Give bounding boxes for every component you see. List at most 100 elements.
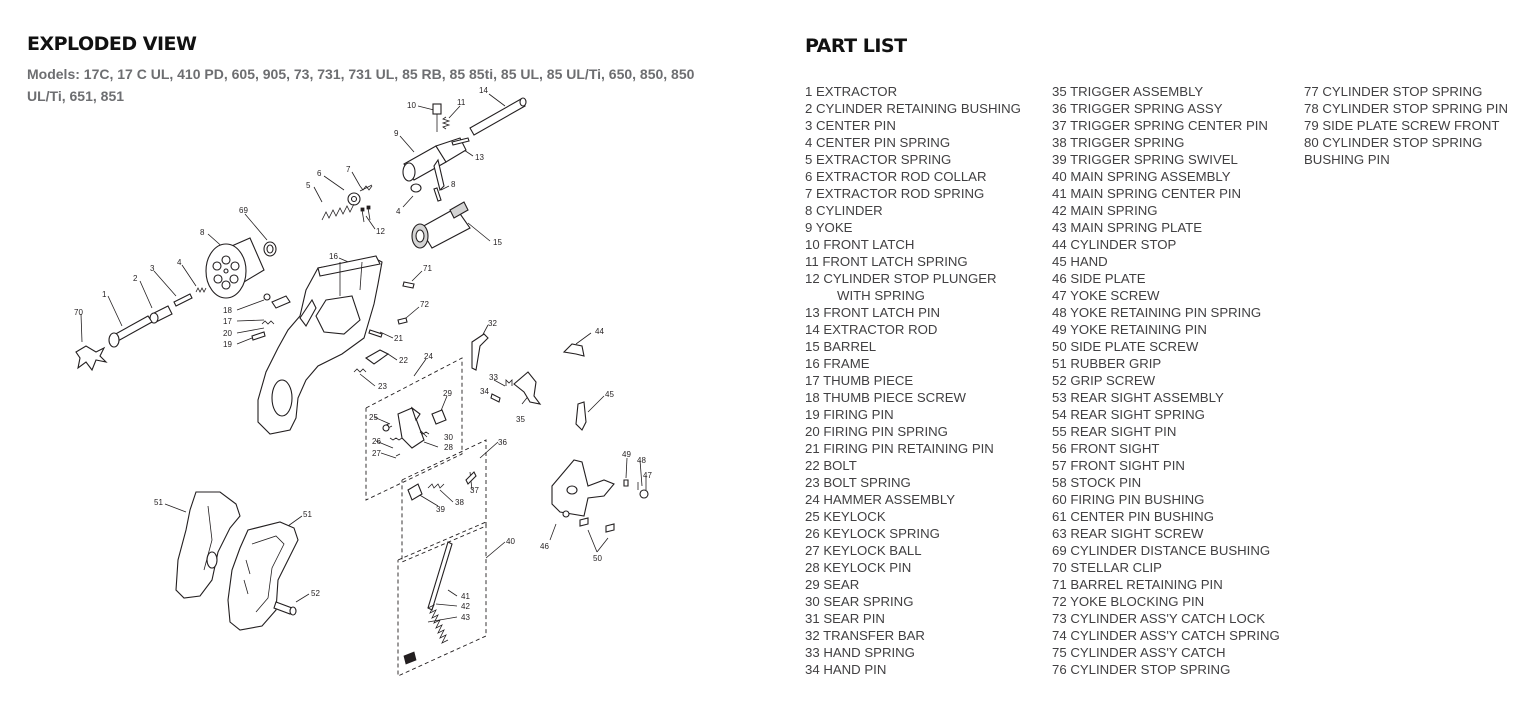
- exploded-view-title: EXPLODED VIEW: [27, 33, 197, 55]
- exploded-view-diagram: 10 11 14 9 13 6 7 5 8 4 12 15 69 8 16 3 …: [74, 86, 652, 677]
- part-list-item: 14 EXTRACTOR ROD: [805, 322, 938, 337]
- part-list-item: 21 FIRING PIN RETAINING PIN: [805, 441, 994, 456]
- part-list-item: 56 FRONT SIGHT: [1052, 441, 1160, 456]
- part-list-item: 15 BARREL: [805, 339, 877, 354]
- part-list-item: 8 CYLINDER: [805, 203, 883, 218]
- callout-29: 29: [443, 389, 452, 398]
- callout-33: 33: [489, 373, 498, 382]
- callout-9: 9: [394, 129, 399, 138]
- callout-46: 46: [540, 542, 549, 551]
- callout-41: 41: [461, 592, 470, 601]
- part-list-item: 22 BOLT: [805, 458, 857, 473]
- callout-35: 35: [516, 415, 525, 424]
- cylinder-retaining-bushing-part: [149, 305, 173, 324]
- part-list-item: 74 CYLINDER ASS'Y CATCH SPRING: [1052, 628, 1280, 643]
- plunger-pin-part: [433, 187, 442, 202]
- callout-1: 1: [102, 290, 107, 299]
- part-list-item: 76 CYLINDER STOP SPRING: [1052, 662, 1231, 677]
- part-list-item: 79 SIDE PLATE SCREW FRONT: [1304, 118, 1500, 133]
- part-list-item: 78 CYLINDER STOP SPRING PIN: [1304, 101, 1508, 116]
- part-list-item: 24 HAMMER ASSEMBLY: [805, 492, 955, 507]
- part-list-item: 75 CYLINDER ASS'Y CATCH: [1052, 645, 1226, 660]
- callout-25: 25: [369, 413, 378, 422]
- part-list-item: 6 EXTRACTOR ROD COLLAR: [805, 169, 987, 184]
- part-list-item: BUSHING PIN: [1304, 152, 1390, 167]
- hammer-assembly-part: [382, 406, 425, 457]
- part-list-item: 28 KEYLOCK PIN: [805, 560, 912, 575]
- leader-lines: [80, 93, 647, 623]
- part-list-item: 41 MAIN SPRING CENTER PIN: [1052, 186, 1242, 201]
- part-list-item: 55 REAR SIGHT PIN: [1052, 424, 1177, 439]
- callout-2: 2: [133, 274, 138, 283]
- barrel-retaining-pin-part: [402, 281, 415, 289]
- part-list-item: 46 SIDE PLATE: [1052, 271, 1146, 286]
- part-list-item: 1 EXTRACTOR: [805, 84, 898, 99]
- callout-18: 18: [223, 306, 232, 315]
- yoke-part: [402, 137, 467, 192]
- part-list-item: 10 FRONT LATCH: [805, 237, 915, 252]
- front-latch-pin-part: [451, 137, 470, 146]
- callout-16: 16: [329, 252, 338, 261]
- part-list-item: 69 CYLINDER DISTANCE BUSHING: [1052, 543, 1271, 558]
- callout-28: 28: [444, 443, 453, 452]
- part-list-item: 58 STOCK PIN: [1052, 475, 1142, 490]
- side-plate-part: [551, 459, 615, 518]
- cylinder-stop-plunger-part: [360, 205, 371, 223]
- callout-20: 20: [223, 329, 232, 338]
- center-pin-part: [173, 293, 193, 307]
- part-list-item: 33 HAND SPRING: [805, 645, 915, 660]
- part-list-item: 17 THUMB PIECE: [805, 373, 914, 388]
- cylinder-part: [205, 237, 265, 299]
- part-list-item: 48 YOKE RETAINING PIN SPRING: [1052, 305, 1262, 320]
- barrel-part: [411, 201, 471, 249]
- extractor-part: [108, 315, 153, 348]
- part-list-item: 63 REAR SIGHT SCREW: [1052, 526, 1204, 541]
- part-list-item: 49 YOKE RETAINING PIN: [1052, 322, 1207, 337]
- callout-15: 15: [493, 238, 502, 247]
- callout-8-yoke: 8: [451, 180, 456, 189]
- callout-12: 12: [376, 227, 385, 236]
- part-list-item: 31 SEAR PIN: [805, 611, 885, 626]
- callout-47: 47: [643, 471, 652, 480]
- callout-48: 48: [637, 456, 646, 465]
- front-latch-part: [432, 103, 451, 132]
- callout-26: 26: [372, 437, 381, 446]
- callout-24: 24: [424, 352, 433, 361]
- main-spring-part: [403, 541, 453, 665]
- part-list-item: 20 FIRING PIN SPRING: [805, 424, 948, 439]
- callout-5: 5: [306, 181, 311, 190]
- callout-10: 10: [407, 101, 416, 110]
- callout-34: 34: [480, 387, 489, 396]
- part-list-item: 37 TRIGGER SPRING CENTER PIN: [1052, 118, 1268, 133]
- hand-part: [575, 401, 587, 431]
- part-list-item: 71 BARREL RETAINING PIN: [1052, 577, 1223, 592]
- part-list-item: 72 YOKE BLOCKING PIN: [1052, 594, 1205, 609]
- callout-27: 27: [372, 449, 381, 458]
- part-list-item: 54 REAR SIGHT SPRING: [1052, 407, 1205, 422]
- part-list-item: 27 KEYLOCK BALL: [805, 543, 922, 558]
- callout-51-right: 51: [303, 510, 312, 519]
- part-list-item: 73 CYLINDER ASS'Y CATCH LOCK: [1052, 611, 1266, 626]
- part-list-item: WITH SPRING: [837, 288, 925, 303]
- callout-52: 52: [311, 589, 320, 598]
- part-list-item: 57 FRONT SIGHT PIN: [1052, 458, 1185, 473]
- transfer-bar-part: [471, 333, 489, 371]
- part-list-item: 32 TRANSFER BAR: [805, 628, 925, 643]
- part-list-item: 39 TRIGGER SPRING SWIVEL: [1052, 152, 1238, 167]
- cylinder-distance-bushing-part: [263, 241, 277, 257]
- dashed-group-outlines: [365, 357, 487, 677]
- thumb-piece-part: [263, 293, 291, 309]
- callout-17: 17: [223, 317, 232, 326]
- bolt-part: [365, 349, 390, 365]
- center-pin-spring-part: [195, 287, 207, 293]
- center-pin-spring-small-part: [410, 183, 422, 193]
- callout-70: 70: [74, 308, 83, 317]
- callout-50: 50: [593, 554, 602, 563]
- part-list-item: 9 YOKE: [805, 220, 853, 235]
- part-list-item: 12 CYLINDER STOP PLUNGER: [805, 271, 997, 286]
- callout-14: 14: [479, 86, 488, 95]
- callout-39: 39: [436, 505, 445, 514]
- part-list-item: 4 CENTER PIN SPRING: [805, 135, 951, 150]
